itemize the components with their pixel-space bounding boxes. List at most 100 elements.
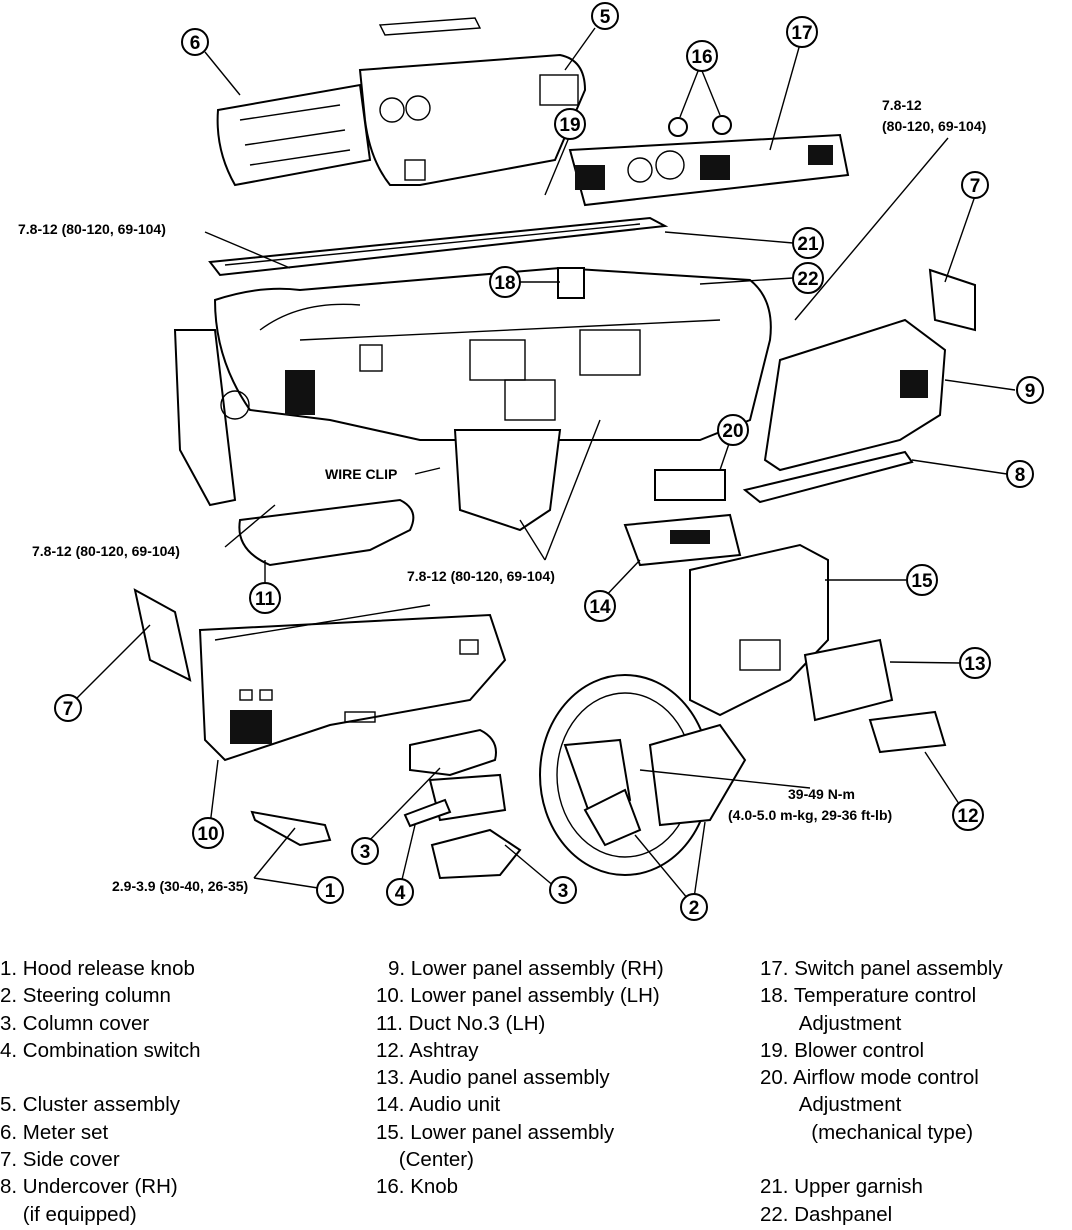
steering-column: [583, 788, 642, 847]
wire-clip-label: WIRE CLIP: [325, 466, 397, 482]
legend-item-9: 9. Lower panel assembly (RH): [388, 957, 664, 980]
torque-top-right-line1: 7.8-12: [882, 97, 922, 113]
svg-text:6: 6: [190, 33, 201, 54]
legend-item-11: 11. Duct No.3 (LH): [376, 1011, 546, 1035]
torque-center: 7.8-12 (80-120, 69-104): [407, 568, 555, 584]
side-cover-right: [928, 268, 976, 332]
lower-panel-lh: [198, 613, 507, 762]
legend-item-18: 18. Temperature control: [760, 984, 977, 1008]
callout-20: 20: [717, 414, 749, 446]
svg-text:19: 19: [559, 115, 580, 136]
torque-steering-line1: 39-49 N-m: [788, 786, 855, 802]
svg-text:8: 8: [1015, 465, 1026, 486]
callout-5: 5: [591, 2, 619, 30]
leader-lines: [74, 27, 1016, 906]
callout-group: 5 6 16 17 19 7 21 22 18 9 20 8 11 14 15 …: [54, 2, 1044, 921]
svg-text:1: 1: [325, 881, 336, 902]
callout-12: 12: [952, 799, 984, 831]
svg-text:3: 3: [558, 881, 569, 902]
svg-text:7: 7: [63, 699, 74, 720]
side-cover-left: [133, 588, 192, 682]
callout-11: 11: [249, 582, 281, 614]
svg-text:11: 11: [255, 589, 276, 610]
horn-pad: [648, 723, 747, 827]
legend-spacer: [760, 1146, 1003, 1173]
legend-column-2: 9. Lower panel assembly (RH) 10. Lower p…: [376, 955, 664, 1201]
callout-14: 14: [584, 590, 616, 622]
legend-item-17: 17. Switch panel assembly: [760, 957, 1003, 980]
legend-item-20-note: Adjustment: [760, 1093, 902, 1117]
torque-steering-line2: (4.0-5.0 m-kg, 29-36 ft-lb): [728, 807, 892, 823]
diagram-canvas: 5 6 16 17 19 7 21 22 18 9 20 8 11 14 15 …: [18, 2, 1044, 921]
torque-top-right-line2: (80-120, 69-104): [882, 118, 986, 134]
legend-item-7: 7. Side cover: [0, 1148, 120, 1172]
callout-1: 1: [316, 876, 344, 904]
callout-15: 15: [906, 564, 938, 596]
upper-garnish: [208, 216, 669, 277]
legend-item-12: 12. Ashtray: [376, 1038, 479, 1062]
legend-item-8: 8. Undercover (RH): [0, 1175, 178, 1199]
torque-left-upper: 7.8-12 (80-120, 69-104): [18, 221, 166, 237]
svg-text:5: 5: [600, 7, 611, 28]
legend-item-15-note: (Center): [376, 1148, 474, 1172]
legend-spacer: [0, 1064, 201, 1091]
legend-item-20-type: (mechanical type): [760, 1120, 974, 1144]
lower-panel-center: [689, 543, 829, 717]
callout-13: 13: [959, 647, 991, 679]
svg-text:10: 10: [197, 824, 218, 845]
callout-18: 18: [489, 266, 521, 298]
ashtray: [868, 710, 947, 754]
svg-text:13: 13: [964, 654, 985, 675]
svg-text:9: 9: [1025, 381, 1036, 402]
svg-text:7: 7: [970, 176, 981, 197]
meter-set: [216, 83, 372, 187]
legend-item-16: 16. Knob: [376, 1175, 459, 1199]
legend-item-6: 6. Meter set: [0, 1120, 109, 1144]
legend-item-14: 14. Audio unit: [376, 1093, 501, 1117]
legend-item-19: 19. Blower control: [760, 1038, 925, 1062]
exploded-dashboard-diagram: 5 6 16 17 19 7 21 22 18 9 20 8 11 14 15 …: [18, 2, 1044, 921]
undercover-rh: [742, 450, 914, 504]
legend-item-3: 3. Column cover: [0, 1011, 150, 1035]
knob-right: [712, 115, 732, 135]
svg-text:15: 15: [911, 571, 933, 592]
callout-16: 16: [686, 40, 718, 72]
callout-7-left: 7: [54, 694, 82, 722]
callout-4: 4: [386, 878, 414, 906]
legend-column-1: 1. Hood release knob 2. Steering column …: [0, 955, 201, 1228]
svg-text:22: 22: [797, 269, 818, 290]
callout-9: 9: [1016, 376, 1044, 404]
legend-item-20: 20. Airflow mode control: [760, 1066, 979, 1090]
legend-item-15: 15. Lower panel assembly: [376, 1120, 615, 1144]
column-cover-upper: [409, 728, 497, 777]
callout-17: 17: [786, 16, 818, 48]
callout-6: 6: [181, 28, 209, 56]
temperature-control: [557, 267, 585, 299]
knob-left: [668, 117, 688, 137]
svg-text:2: 2: [689, 898, 700, 919]
torque-left-lower: 7.8-12 (80-120, 69-104): [32, 543, 180, 559]
callout-21: 21: [792, 227, 824, 259]
duct-no3-lh: [238, 498, 415, 567]
svg-text:20: 20: [722, 421, 743, 442]
svg-text:12: 12: [957, 806, 978, 827]
parts-legend: 1. Hood release knob 2. Steering column …: [0, 955, 1072, 1230]
legend-item-2: 2. Steering column: [0, 984, 171, 1008]
svg-text:14: 14: [589, 597, 611, 618]
airflow-mode-control: [654, 469, 726, 501]
legend-item-13: 13. Audio panel assembly: [376, 1066, 610, 1090]
dashpanel: [213, 266, 772, 441]
callout-7-right: 7: [961, 171, 989, 199]
callout-10: 10: [192, 817, 224, 849]
legend-item-22: 22. Dashpanel: [760, 1202, 893, 1226]
callout-3-upper: 3: [351, 837, 379, 865]
legend-column-3: 17. Switch panel assembly 18. Temperatur…: [760, 955, 1003, 1228]
callout-22: 22: [792, 262, 824, 294]
callout-2: 2: [680, 893, 708, 921]
column-cover-lower: [430, 828, 522, 880]
legend-item-5: 5. Cluster assembly: [0, 1093, 181, 1117]
callout-19: 19: [554, 108, 586, 140]
svg-text:21: 21: [797, 234, 819, 255]
svg-text:3: 3: [360, 842, 371, 863]
callout-8: 8: [1006, 460, 1034, 488]
